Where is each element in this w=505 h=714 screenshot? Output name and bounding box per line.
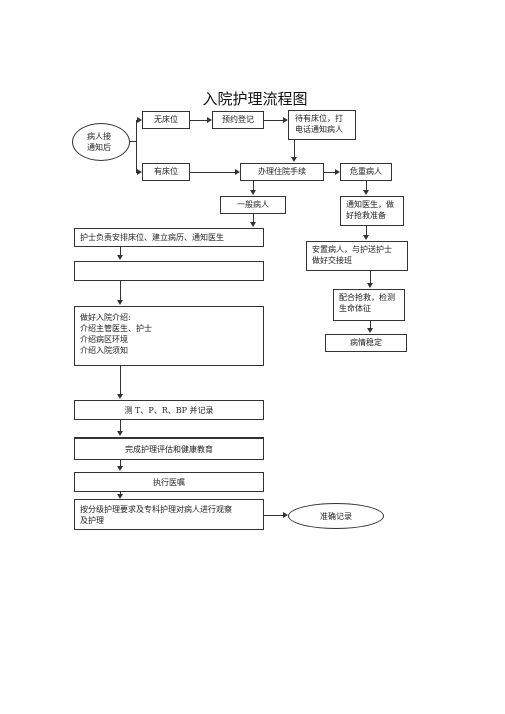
arrow-right — [283, 117, 288, 123]
node-wait-bed: 待有床位，打 电话通知病人 — [288, 110, 356, 140]
node-text-line: 按分级护理要求及专科护理对病人进行观察 — [80, 505, 232, 514]
arrow-down — [250, 190, 256, 195]
connector-line — [120, 281, 121, 301]
connector-line — [130, 141, 136, 142]
node-text: 病情稳定 — [350, 338, 382, 347]
connector-line — [366, 181, 367, 191]
arrow-down — [117, 394, 123, 399]
connector-line — [136, 120, 137, 173]
connector-line — [190, 120, 207, 121]
node-text-line: 电话通知病人 — [295, 125, 343, 134]
node-text-line: 做好入院介绍: — [80, 313, 131, 322]
connector-line — [324, 172, 335, 173]
connector-line — [120, 460, 121, 467]
node-condition-stable: 病情稳定 — [325, 334, 407, 352]
node-graded-care: 按分级护理要求及专科护理对病人进行观察 及护理 — [74, 499, 264, 530]
connector-line — [264, 120, 283, 121]
node-no-bed: 无床位 — [142, 111, 190, 129]
node-patient-notified: 病人接 通知后 — [72, 123, 130, 161]
page-title: 入院护理流程图 — [202, 90, 308, 108]
node-accurate-record: 准确记录 — [288, 503, 384, 529]
connector-line — [253, 181, 254, 191]
node-text: 护士负责安排床位、建立病历、通知医生 — [80, 233, 224, 242]
node-text-line: 病人接 — [87, 132, 111, 141]
connector-line — [264, 515, 283, 516]
node-critical-patient: 危重病人 — [340, 163, 392, 181]
node-text-line: 安置病人，与护送护士 — [312, 245, 392, 254]
node-text-line: 配合抢救，检测 — [339, 293, 395, 302]
node-general-patient: 一般病人 — [220, 196, 286, 214]
node-assist-rescue: 配合抢救，检测 生命体征 — [333, 289, 405, 321]
arrow-right — [335, 169, 340, 175]
connector-line — [370, 271, 371, 284]
node-text-line: 介绍病区环境 — [80, 335, 128, 344]
node-has-bed: 有床位 — [142, 163, 190, 181]
connector-line — [370, 321, 371, 329]
node-text-line: 待有床位，打 — [295, 114, 343, 123]
node-text-line: 做好交接班 — [312, 256, 352, 265]
node-text-line: 好抢救准备 — [346, 211, 386, 220]
arrow-down — [367, 283, 373, 288]
connector-line — [190, 172, 235, 173]
connector-line — [120, 366, 121, 395]
arrow-down — [363, 235, 369, 240]
node-text: 预约登记 — [222, 115, 254, 124]
connector-line — [366, 226, 367, 236]
arrow-right — [283, 512, 288, 518]
arrow-down — [117, 255, 123, 260]
node-assessment: 完成护理评估和健康教育 — [74, 437, 264, 460]
arrow-down — [367, 328, 373, 333]
arrow-down — [363, 190, 369, 195]
node-admission-procedure: 办理住院手续 — [240, 163, 324, 181]
node-text: 执行医嘱 — [153, 478, 185, 487]
node-notify-doctor: 通知医生，做 好抢救准备 — [340, 196, 404, 226]
arrow-down — [117, 466, 123, 471]
node-reservation: 预约登记 — [212, 111, 264, 129]
arrow-right — [137, 169, 142, 175]
node-text: 危重病人 — [350, 167, 382, 176]
connector-line — [120, 420, 121, 432]
node-text: 有床位 — [154, 167, 178, 176]
connector-line — [253, 214, 254, 223]
node-text-line: 通知医生，做 — [346, 200, 394, 209]
arrow-right — [137, 117, 142, 123]
arrow-down — [117, 300, 123, 305]
node-place-patient: 安置病人，与护送护士 做好交接班 — [306, 241, 408, 271]
node-vitals: 测 T、P、R、BP 并记录 — [74, 400, 264, 420]
node-blank — [74, 261, 264, 281]
node-text: 一般病人 — [237, 200, 269, 209]
node-admission-intro: 做好入院介绍: 介绍主管医生、护士 介绍病区环境 介绍入院须知 — [74, 306, 264, 366]
node-text: 准确记录 — [320, 512, 352, 521]
node-nurse-arrange: 护士负责安排床位、建立病历、通知医生 — [74, 228, 264, 247]
arrow-down — [250, 222, 256, 227]
arrow-right — [235, 169, 240, 175]
arrow-down — [117, 494, 123, 499]
connector-line — [120, 247, 121, 256]
node-text-line: 生命体征 — [339, 304, 371, 313]
node-text-line: 通知后 — [87, 143, 111, 152]
node-text-line: 介绍主管医生、护士 — [80, 324, 152, 333]
node-text: 办理住院手续 — [258, 167, 306, 176]
node-execute-orders: 执行医嘱 — [74, 472, 264, 492]
node-text-line: 介绍入院须知 — [80, 346, 128, 355]
arrow-down — [291, 157, 297, 162]
arrow-down — [117, 431, 123, 436]
arrow-right — [207, 117, 212, 123]
node-text: 测 T、P、R、BP 并记录 — [124, 406, 214, 415]
node-text-line: 及护理 — [80, 516, 104, 525]
node-text: 完成护理评估和健康教育 — [125, 445, 213, 454]
connector-line — [294, 140, 295, 158]
connector-line — [120, 492, 121, 495]
node-text: 无床位 — [154, 115, 178, 124]
